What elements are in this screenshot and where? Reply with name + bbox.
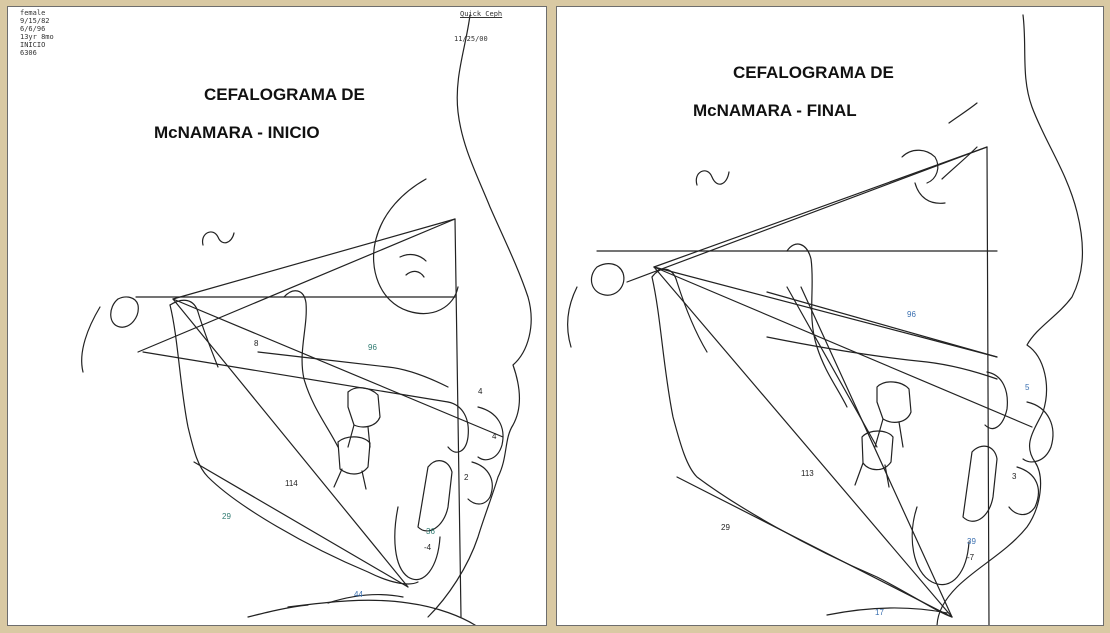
measure-29: 29 xyxy=(222,512,231,521)
title-line-2: McNAMARA - INICIO xyxy=(154,123,320,142)
measure-17: 17 xyxy=(875,608,884,617)
software-label: Quick Ceph xyxy=(460,10,503,18)
measure-4b: 4 xyxy=(492,432,497,441)
cephalogram-final-tracing xyxy=(567,14,1084,625)
measure-4: 4 xyxy=(478,387,483,396)
measure-5: 5 xyxy=(1025,383,1030,392)
measure-29: 29 xyxy=(721,523,730,532)
measure-96: 96 xyxy=(368,343,377,352)
cephalogram-initial-tracing xyxy=(81,14,532,625)
measure-2: 2 xyxy=(464,473,469,482)
measure-8: 8 xyxy=(254,339,259,348)
patient-info: female 9/15/82 6/6/96 13yr 8mo INICIO 63… xyxy=(20,9,54,57)
cephalogram-final-panel: CEFALOGRAMA DE McNAMARA - FINAL 96 5 113… xyxy=(556,6,1104,626)
measure-neg4: -4 xyxy=(424,543,432,552)
measure-44: 44 xyxy=(354,590,363,599)
measure-96: 96 xyxy=(907,310,916,319)
measure-36: 36 xyxy=(426,527,435,536)
title-line-1: CEFALOGRAMA DE xyxy=(204,85,365,104)
measure-3: 3 xyxy=(1012,472,1017,481)
redaction-block xyxy=(178,75,298,105)
title-line-2: McNAMARA - FINAL xyxy=(693,101,857,120)
title-line-1: CEFALOGRAMA DE xyxy=(733,63,894,82)
measure-114: 114 xyxy=(285,479,298,488)
cephalogram-initial-panel: CEFALOGRAMA DE McNAMARA - INICIO female … xyxy=(7,6,547,626)
measure-39: 39 xyxy=(967,537,976,546)
redaction-block xyxy=(647,53,767,85)
measure-neg7: -7 xyxy=(967,553,975,562)
measure-113: 113 xyxy=(801,469,814,478)
tracing-date: 11/25/00 xyxy=(454,35,488,43)
